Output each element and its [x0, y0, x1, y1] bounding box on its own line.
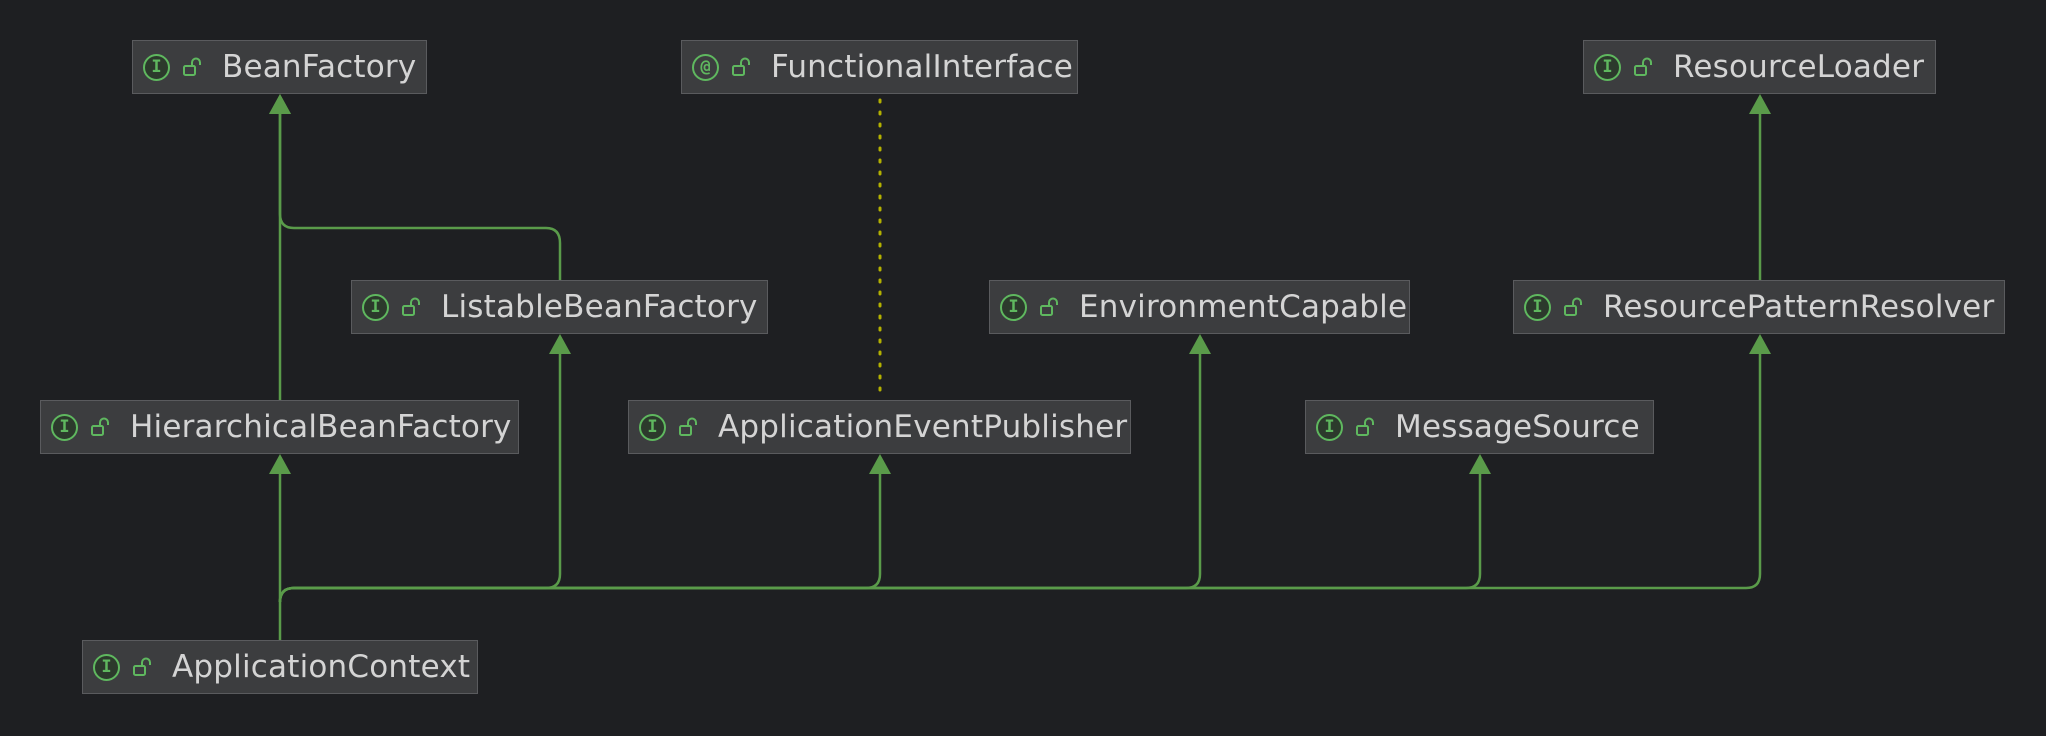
public-access-icon — [1040, 297, 1058, 316]
node-label: EnvironmentCapable — [1079, 289, 1408, 325]
edge-application-context-to-listable-bean-factory — [278, 352, 562, 603]
public-access-icon — [402, 297, 420, 316]
node-application-event-publisher[interactable]: I ApplicationEventPublisher — [628, 400, 1131, 454]
node-label: ApplicationContext — [172, 649, 471, 685]
arrowhead-resource-pattern-resolver — [1749, 334, 1771, 354]
node-hierarchical-bean-factory[interactable]: I HierarchicalBeanFactory — [40, 400, 519, 454]
public-access-icon — [732, 57, 750, 76]
interface-icon: I — [639, 413, 666, 441]
public-access-icon — [133, 657, 151, 676]
edge-listable-bean-factory-to-bean-factory — [278, 112, 562, 280]
arrowhead-application-event-publisher — [869, 454, 891, 474]
node-label: ListableBeanFactory — [441, 289, 758, 325]
interface-icon: I — [1316, 413, 1343, 441]
node-label: ResourcePatternResolver — [1603, 289, 1995, 325]
node-label: ResourceLoader — [1673, 49, 1925, 85]
arrowhead-listable-bean-factory — [549, 334, 571, 354]
arrowhead-message-source — [1469, 454, 1491, 474]
interface-icon: I — [1594, 53, 1621, 81]
interface-icon: I — [1524, 293, 1551, 321]
node-label: MessageSource — [1395, 409, 1640, 445]
node-application-context[interactable]: I ApplicationContext — [82, 640, 478, 694]
node-label: ApplicationEventPublisher — [718, 409, 1128, 445]
node-bean-factory[interactable]: I BeanFactory — [132, 40, 427, 94]
interface-icon: I — [93, 653, 120, 681]
public-access-icon — [679, 417, 697, 436]
arrowhead-hierarchical-bean-factory — [269, 454, 291, 474]
public-access-icon — [1564, 297, 1582, 316]
public-access-icon — [1634, 57, 1652, 76]
edge-application-context-to-application-event-publisher — [278, 472, 882, 603]
public-access-icon — [91, 417, 109, 436]
node-environment-capable[interactable]: I EnvironmentCapable — [989, 280, 1410, 334]
node-resource-pattern-resolver[interactable]: I ResourcePatternResolver — [1513, 280, 2005, 334]
node-message-source[interactable]: I MessageSource — [1305, 400, 1654, 454]
interface-icon: I — [143, 53, 170, 81]
interface-icon: I — [1000, 293, 1027, 321]
node-resource-loader[interactable]: I ResourceLoader — [1583, 40, 1936, 94]
public-access-icon — [1356, 417, 1374, 436]
arrowhead-environment-capable — [1189, 334, 1211, 354]
node-label: HierarchicalBeanFactory — [130, 409, 512, 445]
node-functional-interface[interactable]: @ FunctionalInterface — [681, 40, 1078, 94]
public-access-icon — [183, 57, 201, 76]
node-listable-bean-factory[interactable]: I ListableBeanFactory — [351, 280, 768, 334]
interface-icon: I — [362, 293, 389, 321]
edge-application-context-to-resource-pattern-resolver — [278, 352, 1762, 603]
node-label: FunctionalInterface — [771, 49, 1074, 85]
arrowhead-bean-factory — [269, 94, 291, 114]
interface-icon: I — [51, 413, 78, 441]
annotation-icon: @ — [692, 53, 719, 81]
arrowhead-resource-loader — [1749, 94, 1771, 114]
node-label: BeanFactory — [222, 49, 417, 85]
edge-application-context-to-environment-capable — [278, 352, 1202, 603]
